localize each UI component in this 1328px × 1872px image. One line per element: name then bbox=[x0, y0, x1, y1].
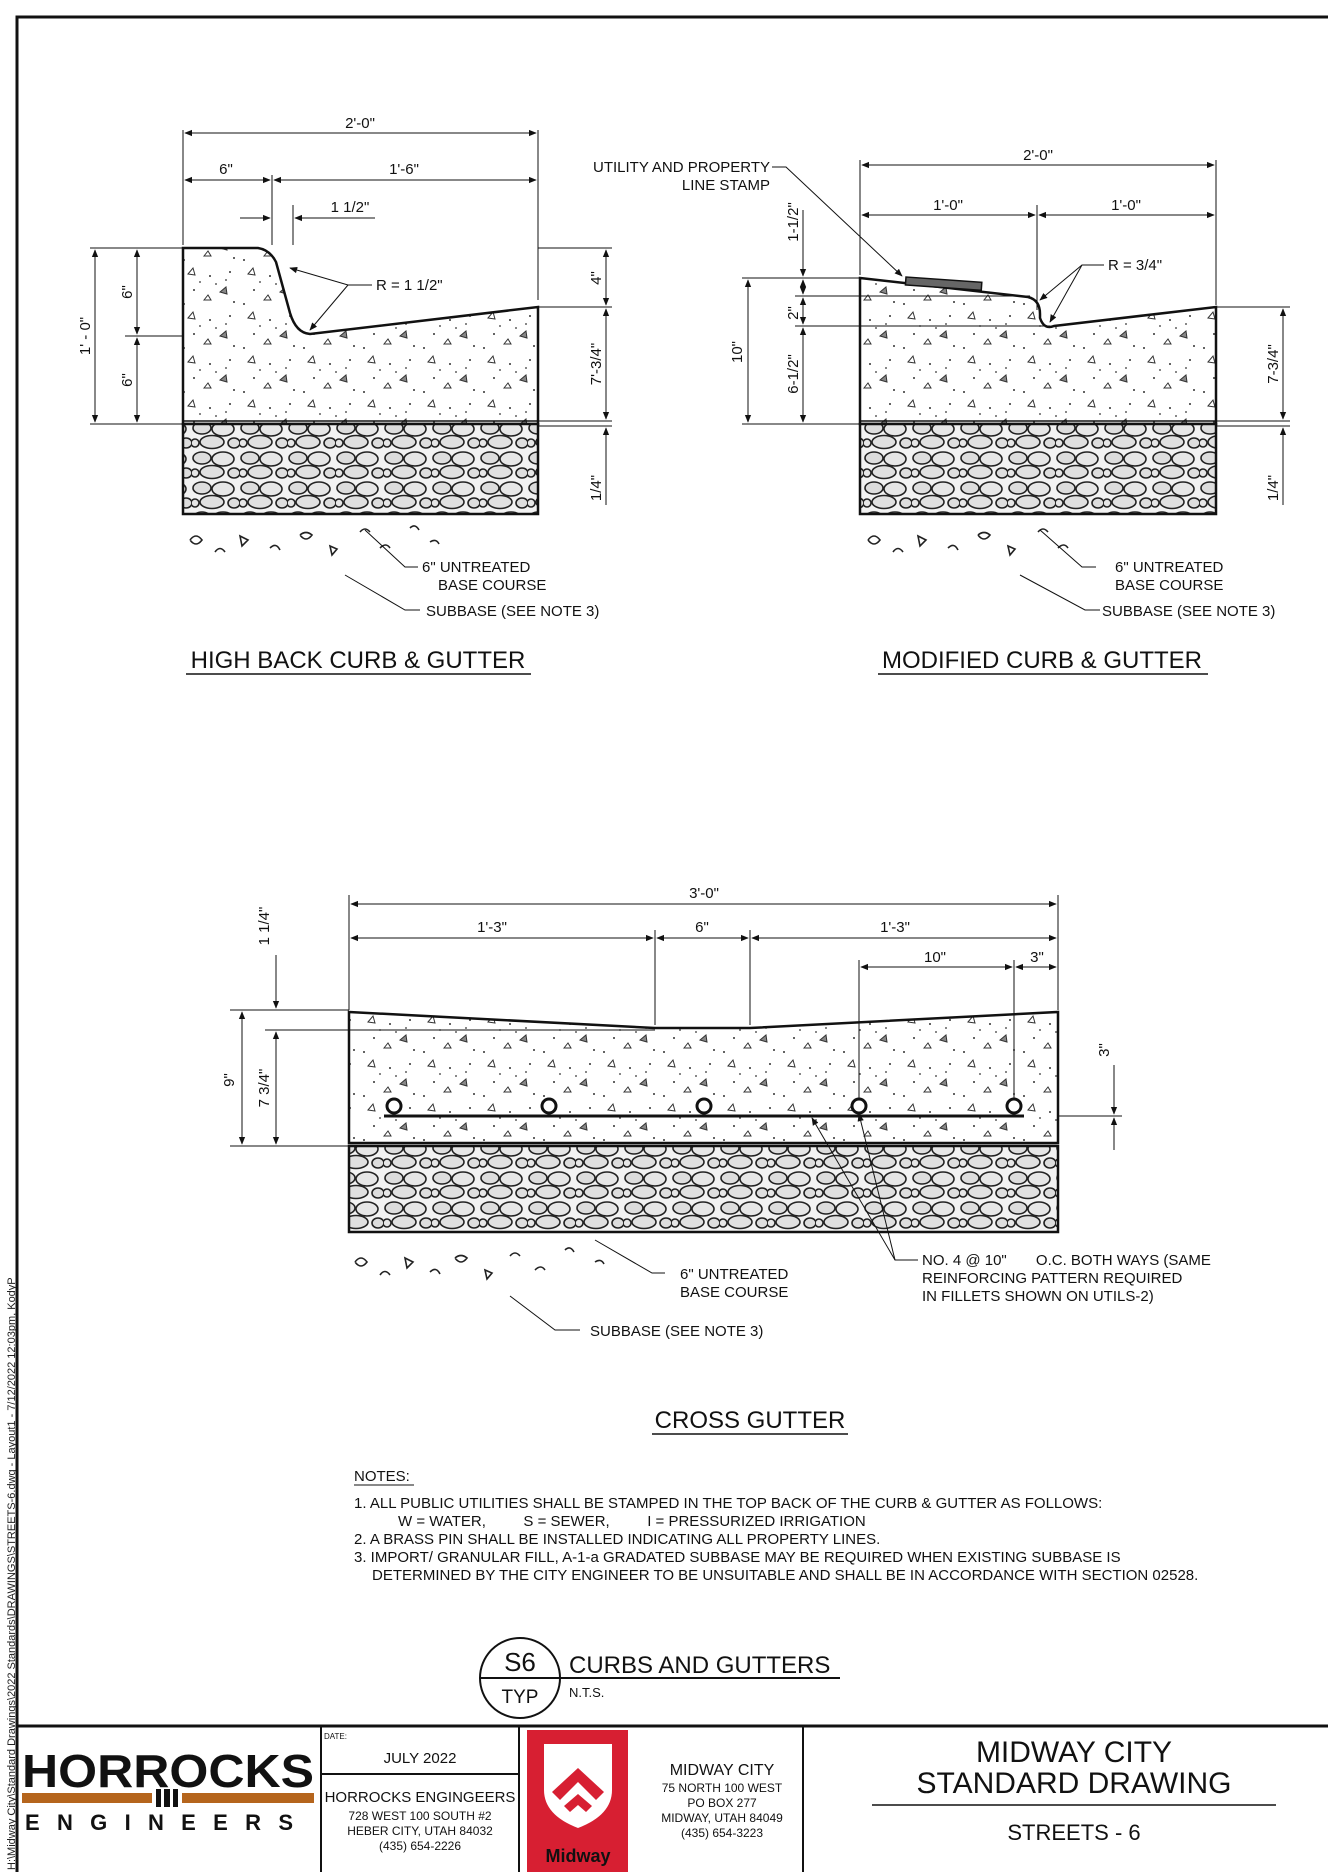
rebar bbox=[850, 1097, 868, 1115]
date-label: DATE: bbox=[324, 1732, 347, 1741]
cg-rebar-1: NO. 4 @ 10" O.C. BOTH WAYS (SAME bbox=[922, 1252, 1211, 1269]
mod-dim-1-0-a: 1'-0" bbox=[933, 197, 963, 214]
cg-base-1: 6" UNTREATED bbox=[680, 1266, 789, 1283]
mod-dim-1-4: 1/4" bbox=[1265, 475, 1282, 501]
mod-dim-6-12: 6-1/2" bbox=[785, 354, 802, 394]
mod-stamp-1: UTILITY AND PROPERTY bbox=[593, 159, 770, 176]
rebar bbox=[385, 1097, 403, 1115]
hb-dim-7-34: 7'-3/4" bbox=[588, 343, 605, 385]
cg-dim-6: 6" bbox=[695, 919, 709, 936]
utility-stamp-plate bbox=[904, 276, 983, 292]
modified-curb-detail: UTILITY AND PROPERTY LINE STAMP 2'-0" 1'… bbox=[593, 147, 1290, 675]
mod-subbase: SUBBASE (SEE NOTE 3) bbox=[1102, 603, 1275, 620]
cg-dim-9: 9" bbox=[221, 1073, 238, 1087]
sheet-tag-title: CURBS AND GUTTERS bbox=[569, 1652, 830, 1679]
firm-address-2: HEBER CITY, UTAH 84032 bbox=[347, 1824, 493, 1838]
hb-dim-1-0: 1' - 0" bbox=[77, 317, 94, 355]
notes-block: NOTES: 1. ALL PUBLIC UTILITIES SHALL BE … bbox=[354, 1468, 1198, 1584]
horrocks-logo-name: HORROCKS bbox=[22, 1745, 314, 1797]
cross-concrete bbox=[347, 1010, 1060, 1145]
mod-title: MODIFIED CURB & GUTTER bbox=[882, 647, 1202, 674]
note-3b: DETERMINED BY THE CITY ENGINEER TO BE UN… bbox=[372, 1567, 1198, 1584]
hb-base-2: BASE COURSE bbox=[438, 577, 546, 594]
city-address-3: MIDWAY, UTAH 84049 bbox=[661, 1811, 783, 1825]
sheet-border bbox=[15, 15, 1328, 1872]
sheet-tag-sub: TYP bbox=[502, 1687, 539, 1708]
mod-dim-1-0-b: 1'-0" bbox=[1111, 197, 1141, 214]
sheet-number: STREETS - 6 bbox=[1007, 1820, 1140, 1845]
cross-gutter-detail: 3'-0" 1'-3" 6" 1'-3" 10" 3" 1 1/4" 9" 7 … bbox=[221, 885, 1211, 1435]
hb-dim-6-top: 6" bbox=[119, 285, 136, 299]
modified-base-course bbox=[858, 422, 1218, 516]
hb-dim-1-6: 1'-6" bbox=[389, 161, 419, 178]
hb-title: HIGH BACK CURB & GUTTER bbox=[191, 647, 526, 674]
mod-dim-10: 10" bbox=[729, 341, 746, 363]
title-block: HORROCKS ENGINEERS DATE: JULY 2022 HORRO… bbox=[17, 1724, 1328, 1872]
hb-dim-total: 2'-0" bbox=[345, 115, 375, 132]
high-back-concrete bbox=[181, 246, 540, 426]
city-address-2: PO BOX 277 bbox=[687, 1796, 757, 1810]
cg-rebar-3: IN FILLETS SHOWN ON UTILS-2) bbox=[922, 1288, 1154, 1305]
sheet-tag: S6 TYP CURBS AND GUTTERS N.T.S. bbox=[479, 1637, 840, 1719]
hb-radius: R = 1 1/2" bbox=[376, 277, 443, 294]
hb-dim-1-half: 1 1/2" bbox=[331, 199, 370, 216]
cg-dim-1-3-a: 1'-3" bbox=[477, 919, 507, 936]
modified-concrete bbox=[858, 276, 1218, 426]
city-name: MIDWAY CITY bbox=[670, 1762, 775, 1779]
mod-dim-1-12: 1-1/2" bbox=[785, 202, 802, 242]
cg-dim-7-34: 7 3/4" bbox=[256, 1069, 273, 1108]
cross-base-course bbox=[347, 1144, 1060, 1234]
mod-dim-7-34: 7-3/4" bbox=[1265, 344, 1282, 384]
cg-subbase: SUBBASE (SEE NOTE 3) bbox=[590, 1323, 763, 1340]
cg-base-2: BASE COURSE bbox=[680, 1284, 788, 1301]
city-phone: (435) 654-3223 bbox=[681, 1826, 763, 1840]
cg-dim-total: 3'-0" bbox=[689, 885, 719, 902]
cg-dim-1-3-b: 1'-3" bbox=[880, 919, 910, 936]
high-back-base-course bbox=[181, 422, 540, 516]
main-title-1: MIDWAY CITY bbox=[976, 1736, 1172, 1769]
note-3: 3. IMPORT/ GRANULAR FILL, A-1-a GRADATED… bbox=[354, 1549, 1121, 1566]
midway-logo-text: Midway bbox=[545, 1846, 610, 1866]
horrocks-logo-sub: ENGINEERS bbox=[25, 1810, 311, 1835]
mod-radius: R = 3/4" bbox=[1108, 257, 1162, 274]
firm-name: HORROCKS ENGINGEERS bbox=[325, 1789, 516, 1806]
note-1b: W = WATER, S = SEWER, I = PRESSURIZED IR… bbox=[398, 1513, 866, 1530]
mod-base-2: BASE COURSE bbox=[1115, 577, 1223, 594]
notes-heading: NOTES: bbox=[354, 1468, 410, 1485]
cg-dim-3-side: 3" bbox=[1096, 1043, 1113, 1057]
cg-dim-3-top: 3" bbox=[1030, 949, 1044, 966]
note-2: 2. A BRASS PIN SHALL BE INSTALLED INDICA… bbox=[354, 1531, 880, 1548]
firm-address-1: 728 WEST 100 SOUTH #2 bbox=[348, 1809, 492, 1823]
firm-phone: (435) 654-2226 bbox=[379, 1839, 461, 1853]
sheet-tag-scale: N.T.S. bbox=[569, 1685, 604, 1700]
mod-base-1: 6" UNTREATED bbox=[1115, 559, 1224, 576]
hb-dim-1-4: 1/4" bbox=[588, 475, 605, 501]
city-address-1: 75 NORTH 100 WEST bbox=[662, 1781, 783, 1795]
rebar bbox=[1005, 1097, 1023, 1115]
cg-rebar-2: REINFORCING PATTERN REQUIRED bbox=[922, 1270, 1182, 1287]
mod-dim-2: 2" bbox=[785, 306, 802, 320]
hb-subbase: SUBBASE (SEE NOTE 3) bbox=[426, 603, 599, 620]
cg-dim-1-14: 1 1/4" bbox=[256, 907, 273, 946]
cg-title: CROSS GUTTER bbox=[655, 1407, 846, 1434]
sheet-tag-number: S6 bbox=[504, 1647, 536, 1677]
mod-stamp-2: LINE STAMP bbox=[682, 177, 770, 194]
note-1: 1. ALL PUBLIC UTILITIES SHALL BE STAMPED… bbox=[354, 1495, 1102, 1512]
hb-dim-6: 6" bbox=[219, 161, 233, 178]
midway-shield bbox=[544, 1744, 612, 1828]
high-back-curb-detail: 2'-0" 6" 1'-6" 1 1/2" R = 1 1/2" 1' - 0"… bbox=[77, 115, 612, 675]
rebar bbox=[540, 1097, 558, 1115]
date-value: JULY 2022 bbox=[384, 1750, 457, 1767]
mod-dim-total: 2'-0" bbox=[1023, 147, 1053, 164]
main-title-2: STANDARD DRAWING bbox=[917, 1767, 1232, 1800]
rebar bbox=[695, 1097, 713, 1115]
cg-dim-10: 10" bbox=[924, 949, 946, 966]
hb-dim-6-bot: 6" bbox=[119, 373, 136, 387]
hb-base-1: 6" UNTREATED bbox=[422, 559, 531, 576]
hb-dim-4: 4" bbox=[588, 271, 605, 285]
